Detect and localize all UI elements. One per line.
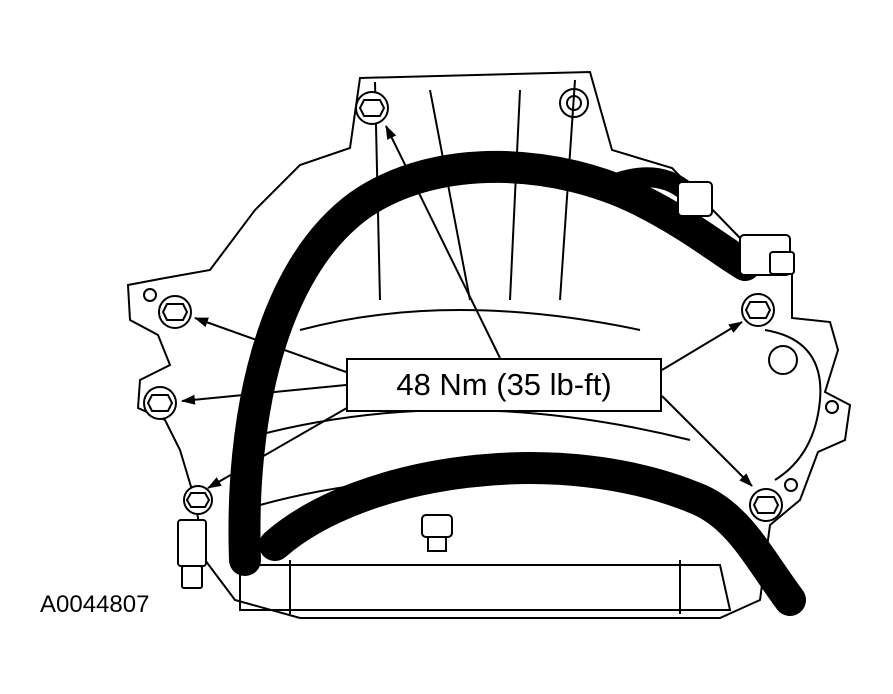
electrical-connector (177, 181, 795, 589)
torque-leader-arrows (181, 125, 753, 489)
mounting-bolt (143, 91, 783, 522)
figure-id: A0044807 (40, 591, 150, 618)
bell-housing (126, 70, 852, 619)
wiring-harness (228, 150, 806, 616)
torque-spec-label: 48 Nm (35 lb-ft) (346, 358, 662, 412)
